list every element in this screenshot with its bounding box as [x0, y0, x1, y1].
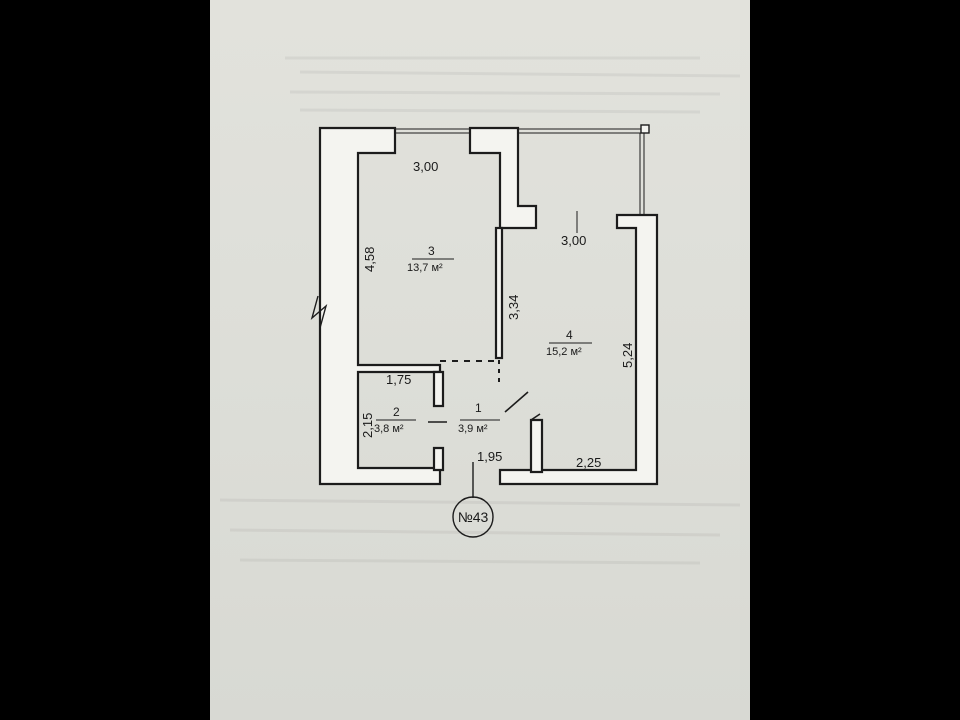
- entry-wall: [529, 418, 544, 474]
- right-wall: [498, 213, 659, 486]
- dim-room2-height: 2,15: [360, 413, 375, 438]
- room1-area: 3,9 м²: [458, 423, 488, 435]
- dim-corridor-width: 1,95: [477, 449, 502, 464]
- bathroom-wall-lower: [432, 446, 445, 472]
- room4-number: 4: [566, 328, 573, 342]
- room3-area: 13,7 м²: [407, 262, 443, 274]
- room2-area: 3,8 м²: [374, 423, 404, 435]
- left-wall-break: [310, 295, 328, 329]
- bathroom-wall: [432, 370, 445, 408]
- dim-room4-side: 3,34: [506, 295, 521, 320]
- room4-door-swing: [504, 391, 529, 413]
- dim-room3-width: 3,00: [413, 159, 438, 174]
- paper-show-through: [219, 56, 741, 565]
- apartment-number: №43: [458, 509, 489, 525]
- room4-door-leaf: [530, 413, 541, 421]
- dim-room2-width: 1,75: [386, 372, 411, 387]
- room2-number: 2: [393, 405, 400, 419]
- room3-number: 3: [428, 244, 435, 258]
- room4-area: 15,2 м²: [546, 346, 582, 358]
- room1-number: 1: [475, 401, 482, 415]
- dim-room4-height: 5,24: [620, 343, 635, 368]
- dim-room4-bottom: 2,25: [576, 455, 601, 470]
- balcony-post: [640, 124, 650, 134]
- apartment-number-circle: [452, 496, 494, 538]
- partition-3-4: [494, 226, 504, 360]
- window-top: [395, 128, 645, 215]
- dim-room4-width: 3,00: [561, 233, 586, 248]
- dim-room3-height: 4,58: [362, 247, 377, 272]
- top-middle-wall: [468, 126, 538, 230]
